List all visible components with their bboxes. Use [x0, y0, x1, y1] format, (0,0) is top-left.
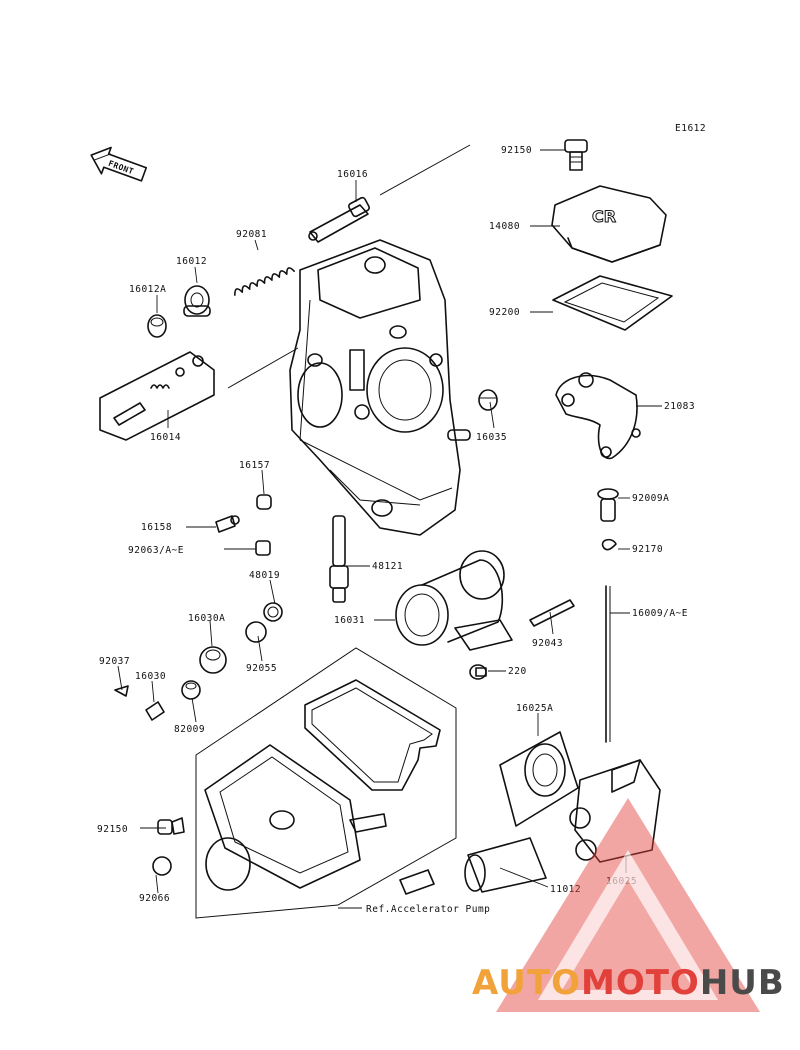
label-14080: 14080: [489, 221, 520, 232]
pilot-screw-kit: [99, 351, 215, 441]
cap-16035: [478, 389, 498, 411]
label-16012a: 16012A: [129, 284, 166, 295]
label-16030a: 16030A: [188, 613, 225, 624]
ref-note: Ref.Accelerator Pump: [366, 904, 490, 915]
svg-text:CR: CR: [592, 207, 616, 226]
jet-needle-holder: [308, 196, 370, 243]
label-16009: 16009/A~E: [632, 608, 688, 619]
plug-16012: [183, 285, 211, 317]
diagram-code: E1612: [675, 123, 706, 134]
boot-11012: [464, 837, 547, 893]
label-16030: 16030: [135, 671, 166, 682]
o-ring-92055: [245, 621, 267, 643]
label-82009: 82009: [174, 724, 205, 735]
jet-92063: [255, 540, 271, 556]
jet-needle-16009: [605, 585, 611, 743]
label-92037: 92037: [99, 656, 130, 667]
label-16012: 16012: [176, 256, 207, 267]
throttle-lever: [555, 372, 641, 460]
label-16157: 16157: [239, 460, 270, 471]
label-92055: 92055: [246, 663, 277, 674]
watermark-text: AUTOMOTOHUB: [472, 963, 785, 1003]
label-92170: 92170: [632, 544, 663, 555]
watermark-part3: HUB: [700, 963, 785, 1003]
pin-92043: [529, 599, 575, 627]
float-bowl-gasket: [304, 679, 441, 791]
label-92009a: 92009A: [632, 493, 669, 504]
throttle-slide-16031: [395, 550, 513, 651]
label-48121: 48121: [372, 561, 403, 572]
watermark-part1: AUTO: [472, 963, 581, 1003]
clip-92037: [114, 685, 129, 697]
cap-92066: [152, 856, 172, 876]
label-11012: 11012: [550, 884, 581, 895]
jet-16157: [256, 494, 272, 510]
label-16035: 16035: [476, 432, 507, 443]
carburetor-body: [289, 239, 471, 536]
label-92066: 92066: [139, 893, 170, 904]
spring-92081: [234, 267, 295, 296]
label-16016: 16016: [337, 169, 368, 180]
ring-48019: [263, 602, 283, 622]
diaphragm-16025a: [499, 731, 579, 827]
pump-housing-16025: [569, 759, 661, 863]
label-16014: 16014: [150, 432, 181, 443]
jet-16030a: [199, 646, 227, 674]
watermark-part2: MOTO: [581, 963, 700, 1003]
label-92150-top: 92150: [501, 145, 532, 156]
cover-bolt-top: [564, 139, 588, 171]
plug-82009: [181, 680, 201, 700]
label-92081: 92081: [236, 229, 267, 240]
watermark-logo: [496, 798, 760, 1012]
label-92150-bottom: 92150: [97, 824, 128, 835]
guide-line-top: [379, 144, 471, 196]
clip-92170: [601, 538, 617, 551]
label-16025a: 16025A: [516, 703, 553, 714]
label-220: 220: [508, 666, 527, 677]
needle-jet-48121: [329, 515, 349, 603]
front-arrow-icon: FRONT: [90, 146, 148, 182]
screw-92009a: [597, 488, 619, 522]
jet-16030: [145, 701, 165, 721]
leader-lines: [117, 149, 662, 894]
guide-line-left: [227, 347, 299, 389]
top-cover: CR: [551, 185, 667, 263]
label-16158: 16158: [141, 522, 172, 533]
label-48019: 48019: [249, 570, 280, 581]
cover-gasket: [552, 275, 673, 331]
bowl-bolt: [157, 817, 185, 835]
jet-16158: [215, 515, 240, 533]
label-92063: 92063/A~E: [128, 545, 184, 556]
float-bowl: [204, 744, 387, 891]
screw-220: [469, 664, 487, 680]
drain-screw: [399, 869, 435, 895]
label-92200: 92200: [489, 307, 520, 318]
label-16031: 16031: [334, 615, 365, 626]
ref-outline: [195, 647, 457, 919]
label-92043: 92043: [532, 638, 563, 649]
plug-16012a: [147, 314, 167, 338]
label-21083: 21083: [664, 401, 695, 412]
